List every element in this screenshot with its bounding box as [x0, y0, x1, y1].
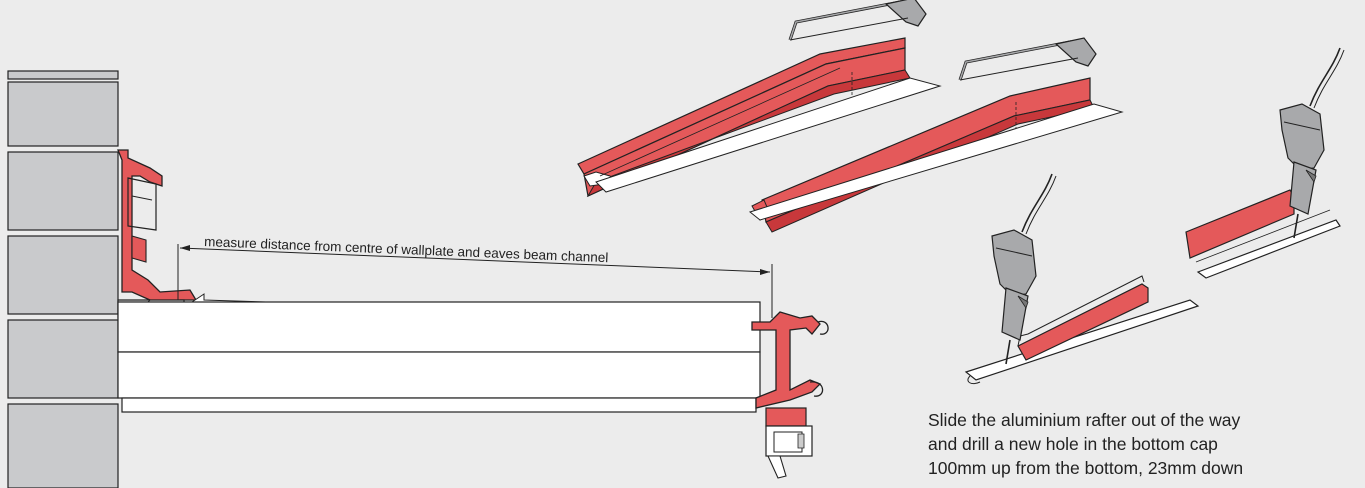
brick-wall-icon	[7, 70, 119, 488]
hacksaw-icon	[788, 0, 928, 42]
bottom-cap-drilling-1	[964, 173, 1200, 385]
instruction-line-2: and drill a new hole in the bottom cap	[928, 434, 1218, 454]
wallplate-profile	[117, 149, 198, 319]
instruction-line-1: Slide the aluminium rafter out of the wa…	[928, 410, 1241, 430]
rafter-cutting-2	[748, 36, 1124, 233]
rafter-cutting-1	[577, 0, 942, 198]
hacksaw-icon	[958, 36, 1098, 82]
measure-label: measure distance from centre of wallplat…	[204, 234, 609, 265]
roof-panel	[117, 293, 761, 413]
bottom-cap-drilling-2	[1185, 47, 1345, 279]
instruction-text: Slide the aluminium rafter out of the wa…	[928, 408, 1365, 480]
instruction-line-3: 100mm up from the bottom, 23mm down	[928, 458, 1244, 478]
eaves-beam-profile	[751, 311, 829, 479]
